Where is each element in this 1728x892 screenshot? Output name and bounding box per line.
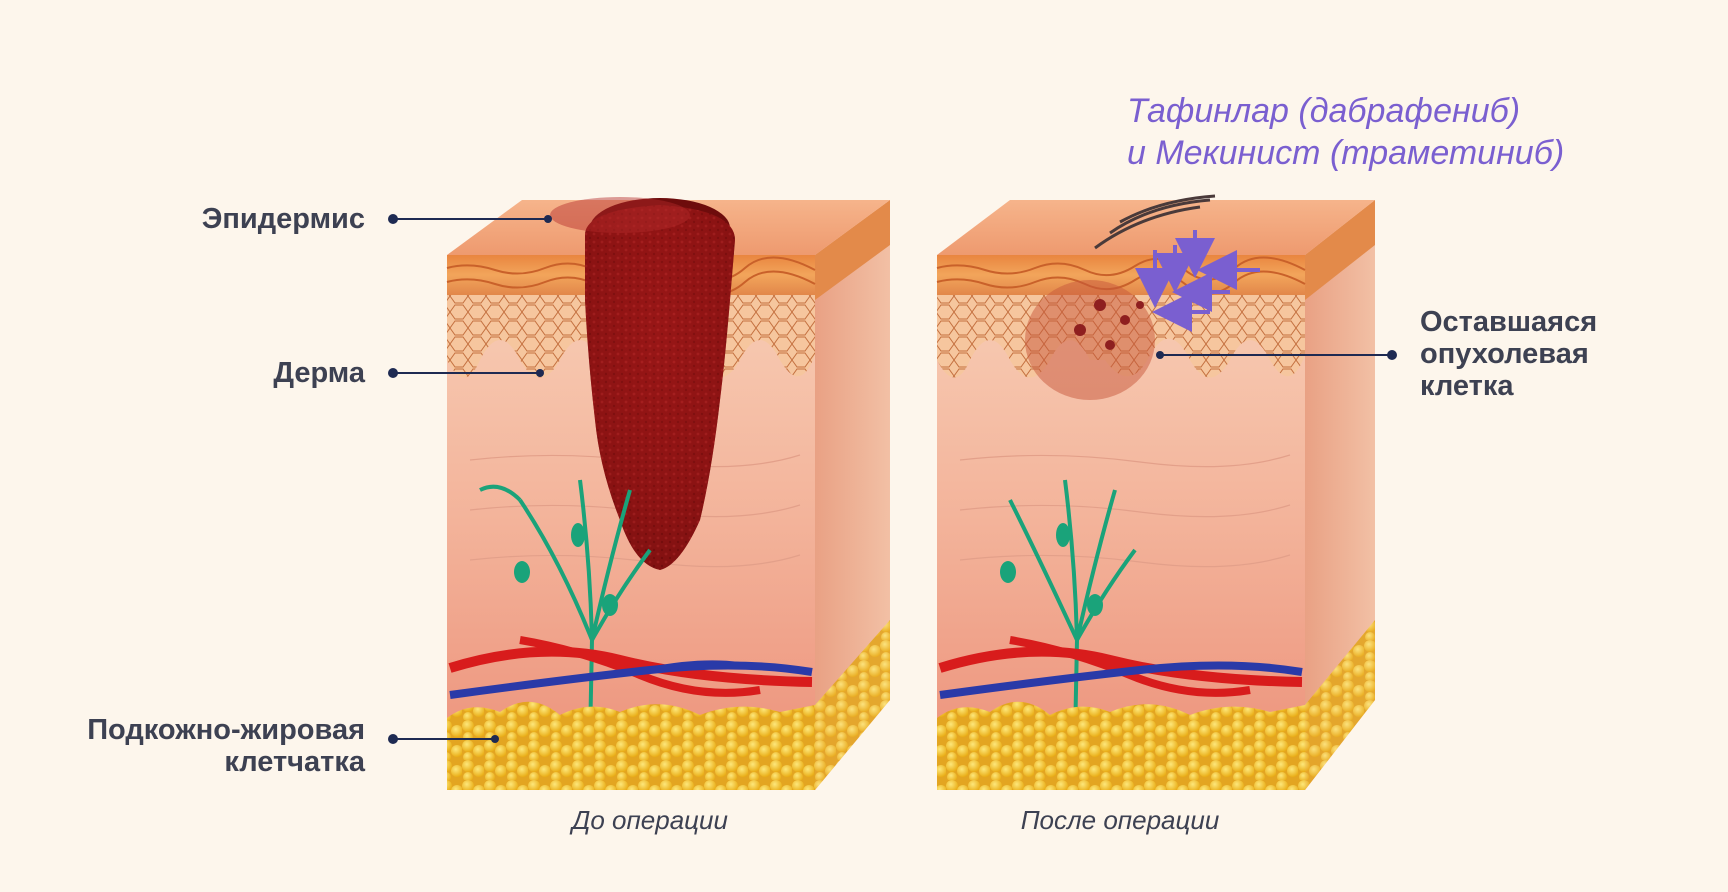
drug-label-line1: Тафинлар (дабрафениб) (1127, 92, 1521, 130)
label-remaining-line2: опухолевая (1420, 338, 1589, 370)
skin-block-before (446, 197, 890, 790)
label-remaining-line1: Оставшаяся (1420, 306, 1598, 338)
remaining-tumor-cells (1025, 280, 1155, 400)
tumor (550, 197, 735, 570)
skin-block-after (936, 194, 1375, 790)
label-remaining-line3: клетка (1420, 370, 1514, 402)
label-subcutaneous-line1: Подкожно-жировая (87, 714, 365, 746)
caption-before: До операции (572, 805, 728, 835)
label-subcutaneous: Подкожно-жировая клетчатка (40, 714, 365, 778)
drug-label: Тафинлар (дабрафениб) и Мекинист (трамет… (1127, 90, 1607, 174)
label-remaining-tumor-cell: Оставшаяся опухолевая клетка (1420, 306, 1680, 402)
caption-after: После операции (1020, 805, 1220, 835)
suture (1094, 194, 1216, 250)
leader-lines (393, 218, 1392, 740)
label-epidermis: Эпидермис (201, 203, 365, 235)
label-dermis: Дерма (273, 357, 365, 389)
drug-arrows (1135, 230, 1260, 332)
drug-label-line2: и Мекинист (траметиниб) (1127, 134, 1565, 172)
label-subcutaneous-line2: клетчатка (224, 746, 365, 778)
